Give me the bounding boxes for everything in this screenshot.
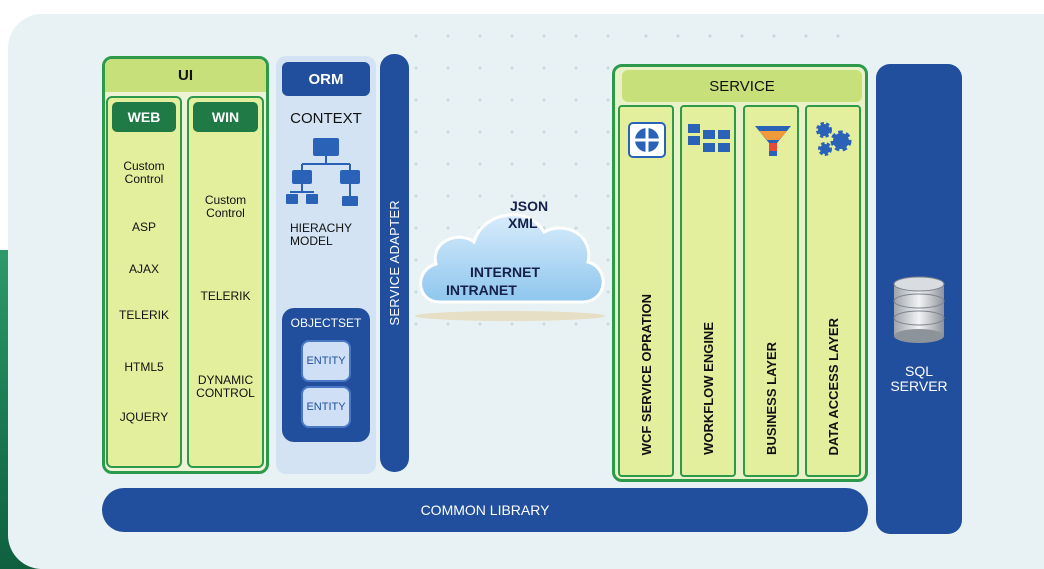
common-library-bar: COMMON LIBRARY <box>102 488 868 532</box>
dot-pattern-top <box>630 20 860 65</box>
service-column-wcf: WCF SERVICE OPRATION <box>618 105 674 477</box>
service-column-label: BUSINESS LAYER <box>763 342 779 455</box>
web-item: ASP <box>131 220 156 234</box>
entity-box: ENTITY <box>301 386 351 428</box>
cloud-internet: INTERNET <box>470 264 540 280</box>
gears-icon <box>816 122 852 156</box>
sql-server-bar: SQL SERVER <box>876 64 962 534</box>
ui-title: UI <box>105 59 266 92</box>
hierarchy-icon <box>286 138 360 206</box>
win-title: WIN <box>193 102 258 132</box>
common-library-label: COMMON LIBRARY <box>420 502 550 518</box>
orm-title: ORM <box>282 62 370 96</box>
web-item: HTML5 <box>124 360 164 374</box>
win-item: Custom Control <box>204 193 247 220</box>
service-adapter-label: SERVICE ADAPTER <box>387 200 402 326</box>
web-item: TELERIK <box>118 308 169 322</box>
web-item: JQUERY <box>119 410 169 424</box>
service-column-label: WORKFLOW ENGINE <box>700 322 716 455</box>
web-item: AJAX <box>128 262 159 276</box>
sql-server-label: SQL SERVER <box>890 363 948 394</box>
entity-box: ENTITY <box>301 340 351 382</box>
workflow-icon <box>688 124 730 152</box>
service-column-label: WCF SERVICE OPRATION <box>638 293 654 455</box>
objectset-label: OBJECTSET <box>290 316 362 330</box>
cloud-intranet: INTRANET <box>446 282 517 298</box>
context-label: CONTEXT <box>290 110 362 127</box>
service-title: SERVICE <box>622 70 862 102</box>
win-item: TELERIK <box>200 289 251 303</box>
service-column-data-access: DATA ACCESS LAYER <box>805 105 861 477</box>
funnel-icon <box>755 126 791 156</box>
win-item: DYNAMIC CONTROL <box>196 373 255 400</box>
web-column <box>106 96 182 468</box>
win-column <box>187 96 264 468</box>
hierarchy-label: HIERACHY MODEL <box>290 221 353 248</box>
web-item: Custom Control <box>123 159 165 186</box>
cloud-json: JSON <box>510 198 549 214</box>
web-title: WEB <box>112 102 176 132</box>
cloud-icon <box>415 213 605 321</box>
service-adapter-bar: SERVICE ADAPTER <box>380 54 409 472</box>
service-column-label: DATA ACCESS LAYER <box>825 317 841 455</box>
service-operation-icon <box>628 122 666 158</box>
service-column-workflow: WORKFLOW ENGINE <box>680 105 736 477</box>
cloud-xml: XML <box>508 215 538 231</box>
database-icon <box>893 276 945 343</box>
service-column-business: BUSINESS LAYER <box>743 105 799 477</box>
